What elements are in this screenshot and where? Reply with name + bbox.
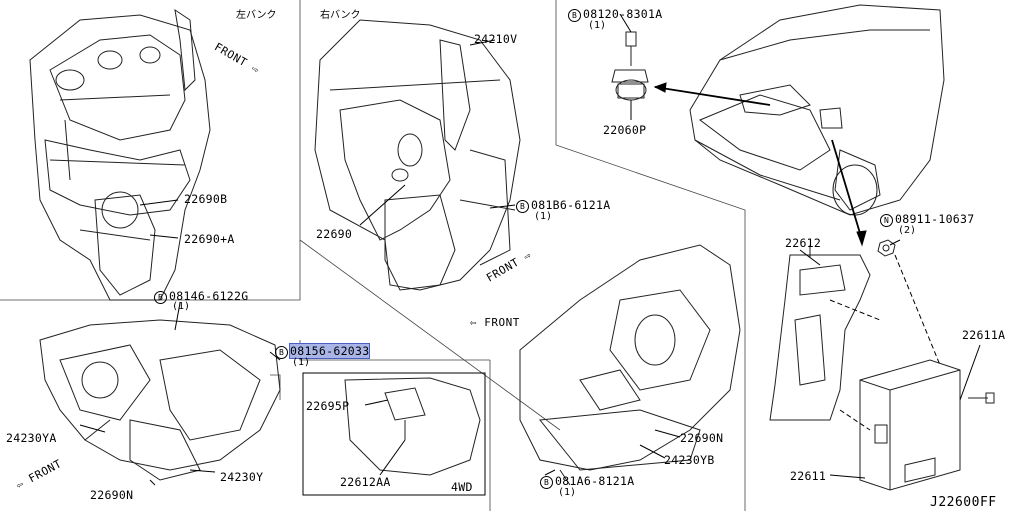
inset-4wd-box (302, 372, 486, 496)
part-24230y[interactable]: 24230Y (220, 470, 264, 484)
part-22611a[interactable]: 22611A (962, 328, 1006, 342)
qty-08911: (2) (898, 225, 917, 236)
part-22612aa[interactable]: 22612AA (340, 475, 391, 489)
inset-4wd-art (344, 377, 481, 476)
bolt-22611a-art (968, 392, 995, 404)
part-22060p[interactable]: 22060P (603, 123, 647, 137)
bolt-badge: B (154, 291, 167, 304)
part-24210v[interactable]: 24210V (474, 32, 518, 46)
part-22690n-right[interactable]: 22690N (680, 431, 724, 445)
bolt-badge: B (568, 9, 581, 22)
part-22695p[interactable]: 22695P (306, 399, 350, 413)
part-22612[interactable]: 22612 (785, 236, 822, 250)
highlighted-part-number: 08156-62033 (288, 343, 371, 359)
part-22690[interactable]: 22690 (316, 227, 353, 241)
engine-right-bank-art (314, 19, 521, 291)
divider-left-top (0, 0, 301, 301)
qty-081a6: (1) (558, 487, 577, 498)
part-24230ya[interactable]: 24230YA (6, 431, 57, 445)
arrow-left-icon: ⇦ (470, 316, 478, 329)
nut-badge: N (880, 214, 893, 227)
qty-08120: (1) (588, 20, 607, 31)
qty-08146: (1) (172, 301, 191, 312)
bolt-badge: B (516, 200, 529, 213)
nut-08911-art (877, 239, 896, 257)
part-24230yb[interactable]: 24230YB (664, 453, 715, 467)
part-22611[interactable]: 22611 (790, 469, 827, 483)
sensor-22060p-art (611, 31, 649, 101)
divider-right-top (555, 0, 746, 511)
exhaust-assembly-art (519, 244, 741, 486)
qty-08156: (1) (292, 357, 311, 368)
bolt-badge: B (540, 476, 553, 489)
front-label-3: ⇦ FRONT (470, 316, 520, 329)
divider-cross (270, 374, 281, 400)
qty-081b6: (1) (534, 211, 553, 222)
header-left-bank: 左バンク (236, 10, 277, 21)
part-22690b[interactable]: 22690B (184, 192, 228, 206)
divider-mid (299, 239, 561, 431)
bolt-badge: B (275, 346, 288, 359)
car-art (689, 4, 945, 216)
part-22690a[interactable]: 22690+A (184, 232, 235, 246)
arrow-car-to-22060p (654, 86, 771, 106)
transmission-art (39, 319, 281, 481)
ecm-bracket-art (769, 245, 871, 421)
ecm-unit-art (859, 359, 961, 491)
header-right-bank: 右バンク (320, 10, 361, 21)
label-4wd: 4WD (451, 480, 473, 494)
part-22690n-left[interactable]: 22690N (90, 488, 134, 502)
diagram-code: J22600FF (930, 495, 997, 510)
engine-left-bank-art (29, 8, 211, 301)
arrow-car-to-ecm (831, 139, 863, 241)
